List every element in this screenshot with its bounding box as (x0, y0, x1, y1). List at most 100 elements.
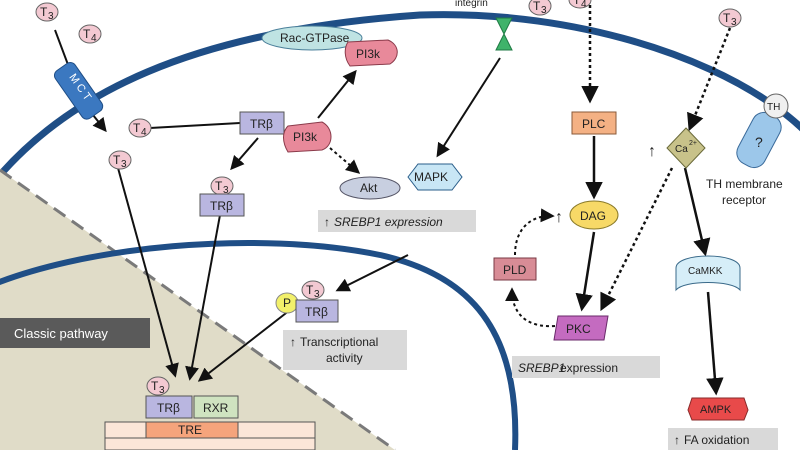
svg-text:3: 3 (541, 5, 547, 16)
svg-text:T: T (40, 5, 48, 19)
ampk: AMPK (687, 397, 749, 421)
svg-text:?: ? (755, 134, 763, 150)
arrow-t3-to-nucleus (117, 167, 179, 378)
svg-text:TH membrane: TH membrane (706, 177, 783, 191)
svg-text:T: T (533, 0, 541, 13)
svg-text:DAG: DAG (580, 209, 606, 223)
svg-text:receptor: receptor (722, 193, 766, 207)
svg-text:3: 3 (159, 385, 165, 396)
pld: PLD (493, 257, 537, 281)
svg-text:↑: ↑ (555, 209, 563, 226)
svg-text:SREBP1 expression: SREBP1 expression (334, 215, 443, 229)
svg-text:PI3k: PI3k (356, 47, 381, 61)
pkc: PKC (553, 315, 609, 341)
svg-text:TRβ: TRβ (157, 401, 180, 415)
classic-pathway-label: Classic pathway (0, 318, 150, 348)
arrow-pi3k-to-akt (329, 147, 361, 174)
classic-pathway-boundary (0, 168, 396, 450)
svg-text:CaMKK: CaMKK (688, 266, 723, 277)
th-membrane-receptor-label: TH membrane receptor (706, 177, 783, 207)
svg-text:RXR: RXR (203, 401, 229, 415)
svg-text:T: T (573, 0, 581, 7)
calcium-ion: ↑ Ca 2+ (648, 127, 706, 169)
svg-text:T: T (306, 283, 314, 297)
svg-text:↑: ↑ (648, 143, 656, 160)
svg-text:T: T (151, 379, 159, 393)
svg-text:Ca: Ca (675, 144, 688, 155)
akt: Akt (339, 176, 401, 200)
nuclear-membrane (0, 239, 519, 450)
svg-text:TRβ: TRβ (250, 117, 273, 131)
arrow-camkk-to-ampk (706, 291, 724, 396)
fa-oxidation-label: ↑ FA oxidation (668, 428, 778, 450)
mapk: MAPK (407, 163, 463, 191)
svg-text:↑: ↑ (324, 215, 330, 229)
svg-text:↑: ↑ (290, 335, 296, 349)
svg-text:TRβ: TRβ (305, 305, 328, 319)
srebp1-expression-label-bottom: SREBP1 expression (512, 356, 660, 378)
svg-text:3: 3 (121, 159, 127, 170)
svg-text:TH: TH (767, 102, 780, 113)
plc: PLC (571, 111, 617, 135)
arrow-trb-to-tre (185, 214, 221, 381)
svg-text:3: 3 (48, 11, 54, 22)
arrow-ca-to-camkk (683, 167, 711, 257)
svg-text:PLD: PLD (503, 263, 527, 277)
arrow-to-p-trb (335, 254, 409, 292)
arrow-ptrb-to-tre (197, 309, 291, 382)
svg-text:Classic pathway: Classic pathway (14, 326, 108, 341)
svg-text:4: 4 (141, 127, 147, 138)
svg-text:integrin: integrin (455, 0, 488, 9)
camkk: CaMKK (675, 255, 741, 292)
arrow-integrin-to-mapk (436, 57, 501, 158)
svg-text:↑: ↑ (674, 433, 680, 447)
svg-text:TRβ: TRβ (210, 199, 233, 213)
svg-text:activity: activity (326, 351, 363, 365)
svg-text:Akt: Akt (360, 181, 378, 195)
svg-text:4: 4 (581, 0, 587, 10)
svg-text:4: 4 (91, 33, 97, 44)
svg-text:2+: 2+ (689, 140, 697, 147)
svg-text:FA oxidation: FA oxidation (684, 433, 749, 447)
dag: ↑ DAG (555, 200, 619, 230)
svg-text:PLC: PLC (582, 117, 606, 131)
pi3k-top: PI3k (344, 39, 398, 67)
tre-dna-element: TRE (104, 421, 316, 450)
svg-text:P: P (283, 296, 291, 310)
arrow-ca-to-pkc (600, 167, 674, 312)
line-t4-to-trb (149, 122, 241, 129)
trb-complex: TRβ (239, 111, 285, 135)
svg-text:Transcriptional: Transcriptional (300, 335, 378, 349)
th-membrane-receptor: ? TH (736, 93, 789, 169)
svg-text:T: T (113, 153, 121, 167)
svg-text:TRE: TRE (178, 423, 202, 437)
arrow-pkc-to-pld (505, 287, 556, 328)
svg-text:T: T (133, 121, 141, 135)
arrow-pld-to-dag (514, 208, 555, 256)
arrow-dag-to-pkc (575, 231, 596, 312)
pi3k-middle: PI3k (283, 121, 332, 153)
srebp1-expression-label-top: ↑ SREBP1 expression (318, 210, 476, 232)
rac-gtpase: Rac-GTPase (261, 25, 363, 51)
svg-text:AMPK: AMPK (700, 404, 732, 416)
svg-text:PKC: PKC (566, 322, 591, 336)
svg-text:PI3k: PI3k (293, 130, 318, 144)
svg-text:T: T (723, 11, 731, 25)
svg-text:MAPK: MAPK (414, 170, 448, 184)
mct-transporter: M C T (53, 62, 104, 120)
arrow-pi3k-to-rac (317, 69, 357, 119)
svg-text:T: T (83, 27, 91, 41)
svg-text:SREBP1: SREBP1 (518, 361, 565, 375)
